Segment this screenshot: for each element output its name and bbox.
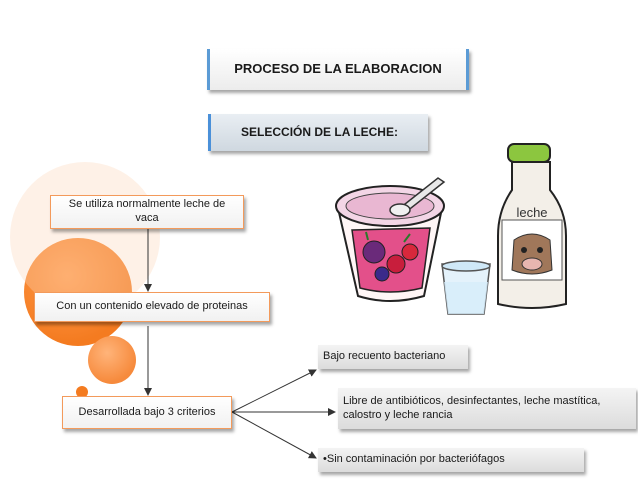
flow-step-2: Con un contenido elevado de proteinas	[34, 292, 270, 322]
arrow-to-criterion-1	[231, 369, 317, 413]
criterion-1: Bajo recuento bacteriano	[318, 345, 468, 369]
decorative-circle-faint	[10, 162, 160, 312]
criterion-3: •Sin contaminación por bacteriófagos	[318, 448, 584, 472]
section-subtitle: SELECCIÓN DE LA LECHE:	[208, 114, 428, 151]
decorative-circle-medium	[88, 336, 136, 384]
milk-glass-illustration	[441, 260, 491, 315]
flow-step-3: Desarrollada bajo 3 criterios	[62, 396, 232, 429]
yogurt-cup-illustration	[335, 177, 446, 302]
bottle-label: leche	[516, 205, 547, 220]
arrow-to-criterion-3	[231, 411, 317, 459]
page-title: PROCESO DE LA ELABORACION	[207, 49, 469, 90]
flow-step-1: Se utiliza normalmente leche de vaca	[50, 195, 244, 229]
criterion-2: Libre de antibióticos, desinfectantes, l…	[338, 388, 636, 429]
decorative-circle-small	[76, 386, 88, 398]
milk-bottle-illustration: leche	[497, 143, 567, 309]
